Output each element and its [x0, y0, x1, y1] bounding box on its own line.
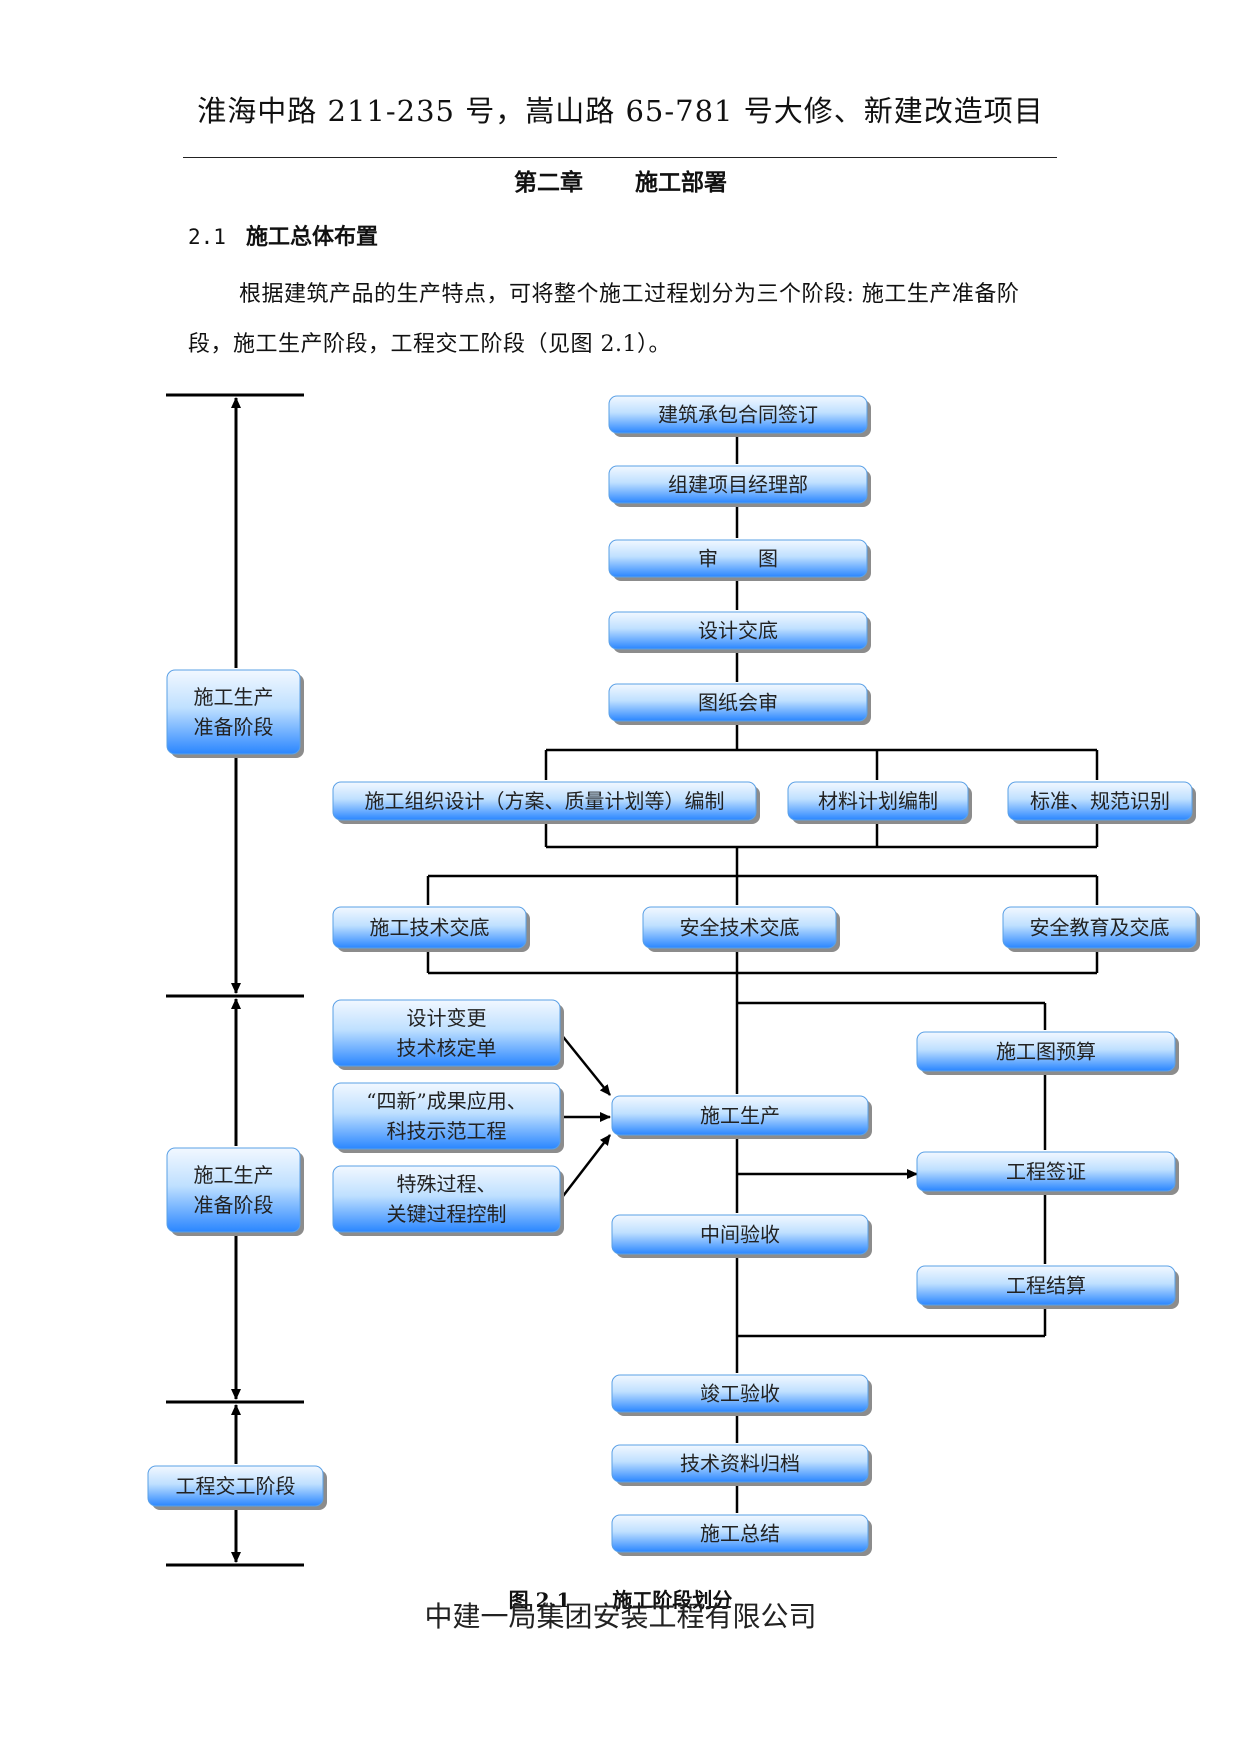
box-four-new-application-label: “四新”成果应用、 — [366, 1089, 526, 1113]
box-four-new-application-label: 科技示范工程 — [387, 1119, 507, 1143]
box-engineering-visa-label: 工程签证 — [1006, 1160, 1086, 1184]
phase-box-preparation: 施工生产准备阶段 — [166, 669, 304, 758]
box-completion-acceptance-label: 竣工验收 — [700, 1382, 780, 1406]
chapter-title: 施工部署 — [635, 169, 727, 196]
box-technical-briefing: 施工技术交底 — [332, 906, 530, 952]
box-joint-drawing-review: 图纸会审 — [608, 683, 871, 725]
box-organization-design: 施工组织设计（方案、质量计划等）编制 — [332, 781, 760, 824]
box-technical-archive-label: 技术资料归档 — [680, 1452, 800, 1476]
phase-box-handover: 工程交工阶段 — [147, 1465, 327, 1510]
connector-lines — [426, 431, 1099, 1513]
box-project-settlement: 工程结算 — [916, 1265, 1179, 1309]
box-design-change-label: 设计变更 — [407, 1006, 487, 1030]
box-special-process-control-label: 特殊过程、 — [397, 1172, 497, 1196]
box-technical-archive: 技术资料归档 — [611, 1444, 872, 1486]
phase-box-production-label: 准备阶段 — [194, 1193, 274, 1217]
figure-title: 施工阶段划分 — [612, 1588, 733, 1612]
box-project-settlement-label: 工程结算 — [1006, 1274, 1086, 1298]
box-safety-education: 安全教育及交底 — [1002, 906, 1200, 952]
phase-box-production: 施工生产准备阶段 — [166, 1147, 304, 1236]
header-rule — [183, 157, 1057, 158]
box-material-plan: 材料计划编制 — [787, 781, 972, 824]
box-construction-production: 施工生产 — [611, 1095, 872, 1139]
phase-box-production-label: 施工生产 — [194, 1163, 274, 1187]
chapter-number: 第二章 — [514, 169, 583, 196]
box-special-process-control-label: 关键过程控制 — [387, 1202, 507, 1226]
box-design-briefing: 设计交底 — [608, 611, 871, 653]
section-number: 2.1 — [188, 225, 226, 249]
box-standards-identification-label: 标准、规范识别 — [1030, 789, 1170, 813]
document-header-title: 淮海中路 211-235 号，嵩山路 65-781 号大修、新建改造项目 — [197, 94, 1044, 128]
box-project-department: 组建项目经理部 — [608, 465, 871, 507]
box-completion-acceptance: 竣工验收 — [611, 1374, 872, 1416]
box-four-new-application: “四新”成果应用、科技示范工程 — [332, 1082, 564, 1153]
page-footer-company: 中建一局集团安装工程有限公司 — [424, 1600, 817, 1633]
section-title: 施工总体布置 — [246, 224, 379, 250]
box-construction-summary-label: 施工总结 — [700, 1522, 780, 1546]
phase-box-handover-label: 工程交工阶段 — [176, 1474, 296, 1498]
section-heading: 2.1 施工总体布置 — [188, 219, 378, 251]
box-design-change-label: 技术核定单 — [397, 1036, 497, 1060]
figure-number: 图 2.1 — [508, 1588, 571, 1612]
chapter-heading: 第二章 施工部署 — [0, 163, 1241, 197]
figure-caption: 图 2.1 施工阶段划分 — [0, 1584, 1241, 1613]
box-contract-signing-label: 建筑承包合同签订 — [658, 403, 818, 427]
box-safety-technical-briefing-label: 安全技术交底 — [680, 916, 800, 940]
box-standards-identification: 标准、规范识别 — [1007, 781, 1196, 824]
body-paragraph: 根据建筑产品的生产特点，可将整个施工过程划分为三个阶段: 施工生产准备阶段，施工… — [188, 282, 1020, 357]
box-drawing-review: 审 图 — [608, 539, 871, 581]
phase-box-preparation-label: 施工生产 — [194, 685, 274, 709]
box-drawing-review-label: 审 图 — [698, 547, 778, 571]
box-joint-drawing-review-label: 图纸会审 — [698, 691, 778, 715]
box-engineering-visa: 工程签证 — [916, 1151, 1179, 1195]
box-project-department-label: 组建项目经理部 — [668, 473, 808, 497]
box-design-briefing-label: 设计交底 — [698, 619, 778, 643]
box-safety-education-label: 安全教育及交底 — [1030, 916, 1170, 940]
box-drawing-budget-label: 施工图预算 — [996, 1040, 1096, 1064]
box-intermediate-acceptance-label: 中间验收 — [700, 1223, 780, 1247]
box-special-process-control: 特殊过程、关键过程控制 — [332, 1165, 564, 1236]
box-intermediate-acceptance: 中间验收 — [611, 1214, 872, 1258]
box-construction-summary: 施工总结 — [611, 1514, 872, 1556]
box-contract-signing: 建筑承包合同签订 — [608, 395, 871, 437]
box-technical-briefing-label: 施工技术交底 — [370, 916, 490, 940]
box-safety-technical-briefing: 安全技术交底 — [642, 906, 840, 952]
box-organization-design-label: 施工组织设计（方案、质量计划等）编制 — [365, 789, 725, 813]
phase-timeline — [166, 393, 304, 1567]
box-construction-production-label: 施工生产 — [700, 1104, 780, 1128]
phase-box-preparation-label: 准备阶段 — [194, 715, 274, 739]
box-material-plan-label: 材料计划编制 — [818, 789, 938, 813]
box-drawing-budget: 施工图预算 — [916, 1031, 1179, 1075]
